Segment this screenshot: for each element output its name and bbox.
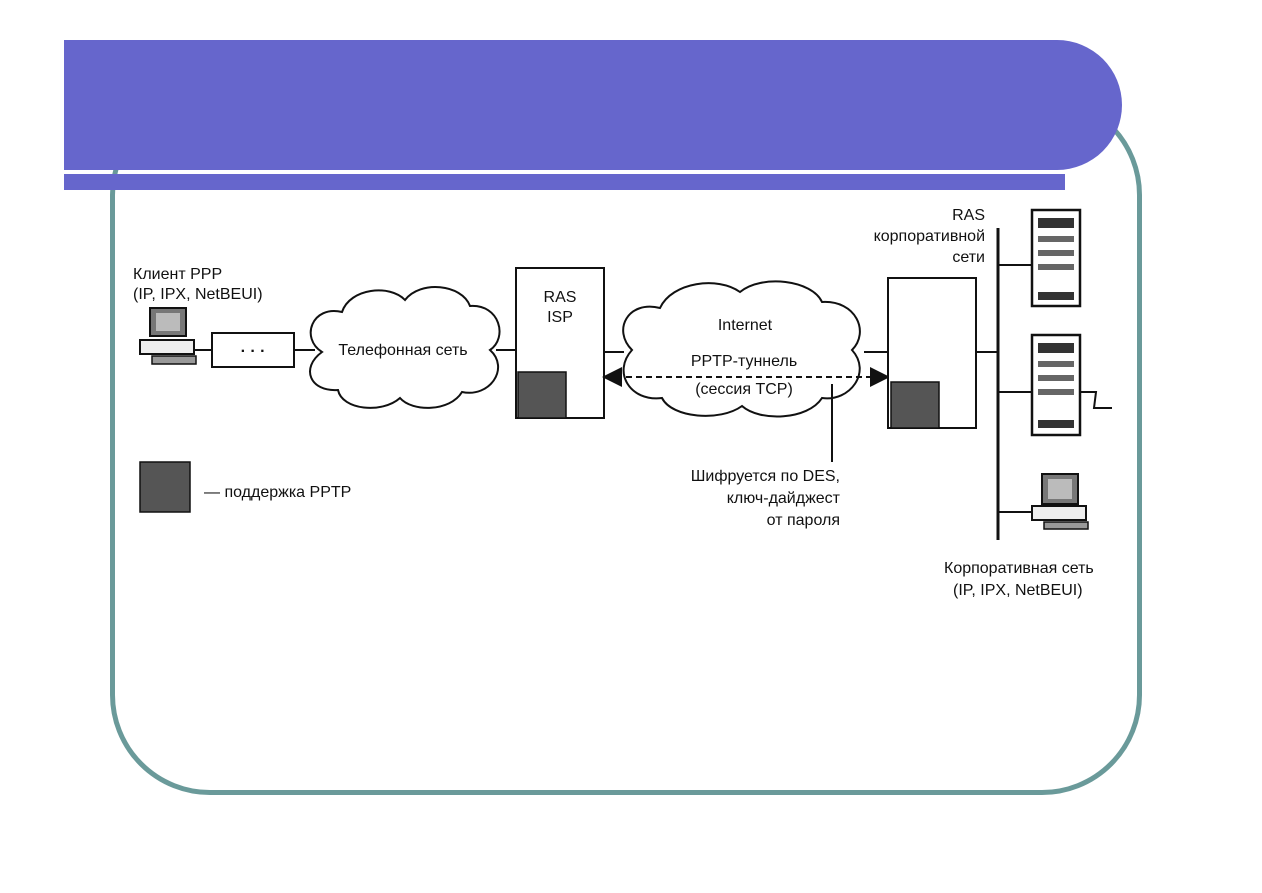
title-underline [64,174,1065,190]
ras-corp-label-line1: RAS [952,207,985,224]
server-1-icon [1030,208,1082,308]
ras-isp-label-line1: RAS [544,289,577,306]
ras-isp-pptp-module [517,371,567,419]
encryption-label-line3: от пароля [767,512,840,529]
encryption-label-line1: Шифруется по DES, [691,468,840,485]
phone-network-cloud [309,286,501,409]
corp-network-label-line1: Корпоративная сеть [944,560,1094,577]
ras-corp-label-line3: сети [952,249,985,266]
client-label-line2: (IP, IPX, NetBEUI) [133,286,263,303]
encryption-label-line2: ключ-дайджест [727,490,841,507]
client-computer-icon [139,307,197,365]
internet-label: Internet [718,317,773,334]
corp-workstation-icon [1031,473,1089,530]
title-bar [64,40,1122,170]
server-2-icon [1030,333,1082,437]
modem-label: · · · [241,343,266,360]
legend-pptp-swatch [139,461,191,513]
ras-corp-pptp-module [890,381,940,429]
ras-isp-label-line2: ISP [547,309,573,326]
tunnel-label-line2: (сессия TCP) [695,381,793,398]
legend-label: — поддержка PPTP [204,484,351,501]
tunnel-label-line1: PPTP-туннель [691,353,797,370]
server2-external-link [1080,391,1112,409]
ras-corp-label-line2: корпоративной [874,228,985,245]
client-label-line1: Клиент PPP [133,266,222,283]
phone-network-label: Телефонная сеть [338,342,467,359]
modem-box [211,332,295,368]
corp-network-label-line2: (IP, IPX, NetBEUI) [953,582,1083,599]
slide-frame [110,95,1142,795]
